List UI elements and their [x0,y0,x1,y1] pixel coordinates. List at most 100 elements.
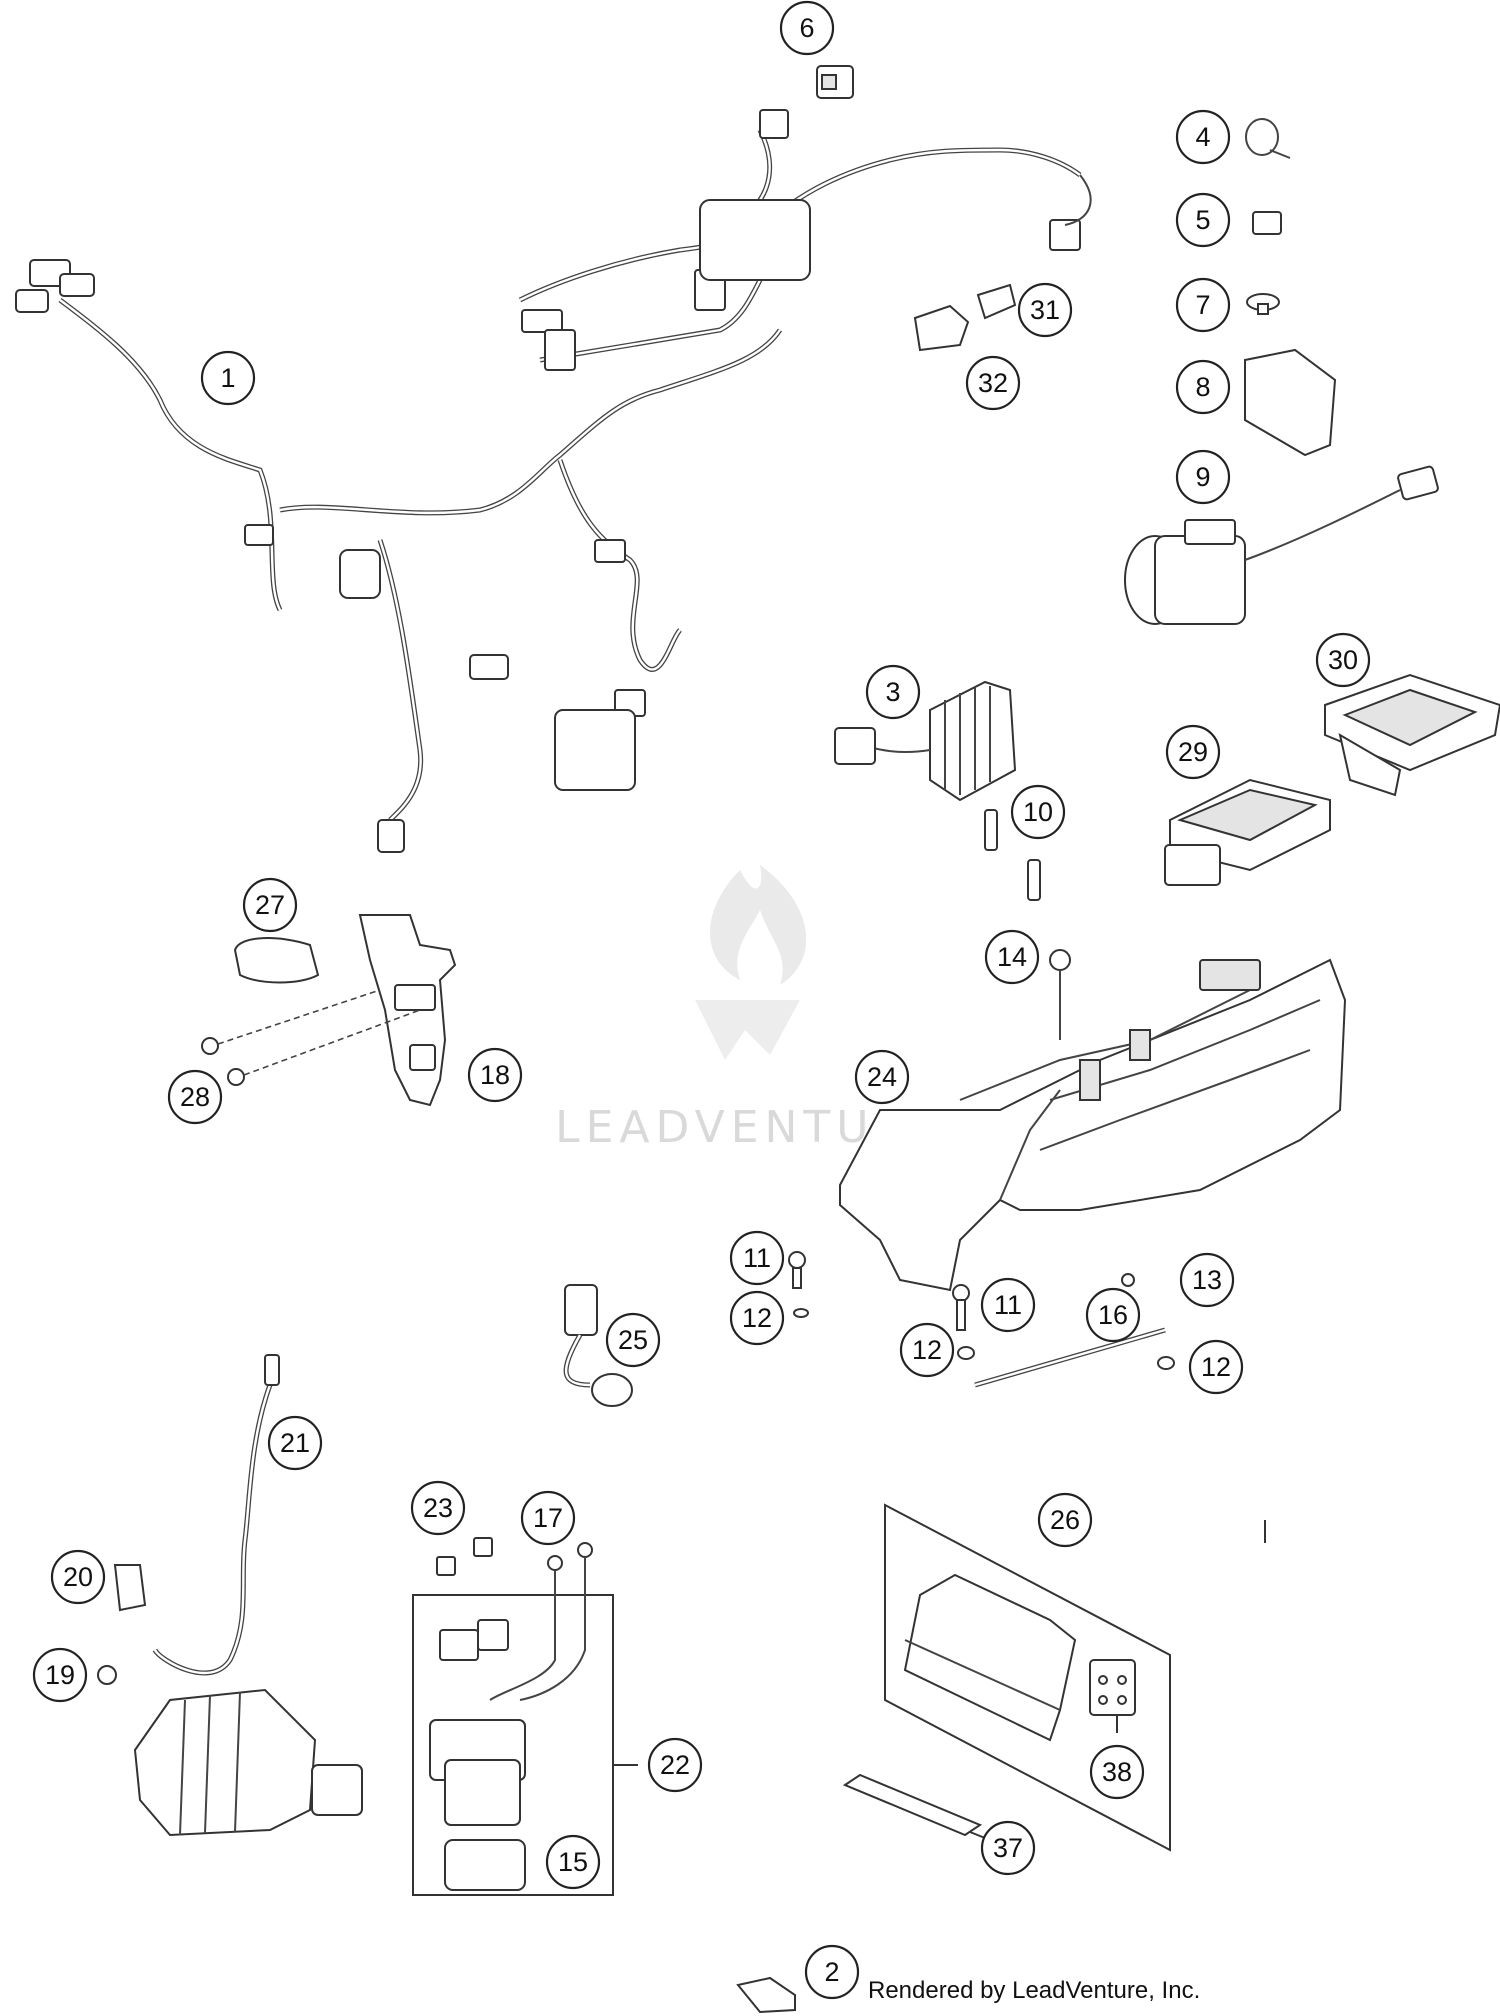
callout-24: 24 [854,1049,910,1105]
svg-text:27: 27 [255,890,285,920]
cable-tie-part-4 [1245,118,1291,159]
svg-text:3: 3 [885,677,900,707]
callout-23: 23 [410,1480,466,1536]
svg-text:38: 38 [1102,1757,1132,1787]
horn-part-9 [1124,465,1439,625]
svg-text:8: 8 [1195,372,1210,402]
svg-text:25: 25 [618,1325,648,1355]
callout-9: 9 [1175,449,1231,505]
callout-19: 19 [32,1647,88,1703]
svg-text:4: 4 [1195,122,1210,152]
callout-12-right: 12 [1188,1339,1244,1395]
svg-text:12: 12 [742,1303,772,1333]
callout-1: 1 [200,350,256,406]
callout-12-left: 12 [729,1290,785,1346]
group-box-part-26 [884,1503,1171,1852]
fuse-box-cover-part-30 [1324,673,1500,797]
svg-text:10: 10 [1023,797,1053,827]
callout-29: 29 [1165,724,1221,780]
callout-31: 31 [1017,282,1073,338]
callout-21: 21 [267,1415,323,1471]
svg-text:37: 37 [993,1833,1023,1863]
connector-part-6 [816,65,854,99]
svg-text:24: 24 [867,1062,897,1092]
group-box-part-22 [412,1594,614,1896]
callout-20: 20 [50,1549,106,1605]
starter-relay-fuses [439,1619,509,1661]
callout-16: 16 [1085,1287,1141,1343]
svg-text:14: 14 [997,942,1027,972]
callout-30: 30 [1315,632,1371,688]
leadventure-watermark-logo [695,865,807,1060]
callout-28: 28 [167,1069,223,1125]
relay-cover-part-15 [444,1839,526,1891]
grommet-part-7 [1246,293,1280,315]
svg-text:31: 31 [1030,295,1060,325]
screw-part-28-upper [201,1037,219,1055]
nut-part-19 [97,1665,117,1685]
svg-text:9: 9 [1195,462,1210,492]
svg-text:26: 26 [1050,1505,1080,1535]
pad-part-37 [842,1773,983,1837]
svg-text:23: 23 [423,1493,453,1523]
rendered-by-credit: Rendered by LeadVenture, Inc. [868,1977,1200,2004]
svg-text:30: 30 [1328,645,1358,675]
cover-part-8 [1244,348,1337,457]
svg-text:7: 7 [1195,290,1210,320]
clip-part-5 [1252,211,1282,235]
screw-part-17 [489,1542,593,1701]
callout-37: 37 [980,1820,1036,1876]
svg-text:6: 6 [799,13,814,43]
cover-part-20 [113,1564,147,1612]
spark-plug-cap-part-25 [563,1284,633,1407]
connector-part-31 [976,283,1017,320]
switch-part-27 [233,937,320,984]
connector-part-32 [913,304,970,352]
callout-12-middle: 12 [899,1322,955,1378]
starter-motor [133,1688,363,1837]
svg-text:15: 15 [558,1847,588,1877]
voltage-regulator-part-3 [834,680,1017,802]
svg-text:29: 29 [1178,737,1208,767]
callout-17: 17 [520,1490,576,1546]
battery [903,1573,1077,1742]
callout-15: 15 [545,1834,601,1890]
callout-26: 26 [1037,1492,1093,1548]
svg-text:32: 32 [978,368,1008,398]
callout-6: 6 [779,0,835,56]
callout-32: 32 [965,355,1021,411]
svg-text:11: 11 [994,1290,1022,1320]
svg-text:18: 18 [480,1060,510,1090]
svg-text:17: 17 [533,1503,563,1533]
svg-text:19: 19 [45,1660,75,1690]
callout-22: 22 [647,1737,703,1793]
callout-38: 38 [1089,1744,1145,1800]
svg-text:12: 12 [1201,1352,1231,1382]
svg-text:11: 11 [743,1243,771,1273]
screw-part-14 [1049,949,1071,1040]
fuse-box-part-29 [1164,778,1331,886]
starter-cable-part-21 [152,1354,280,1676]
callout-25: 25 [605,1312,661,1368]
ground-cable-part-16 [974,1327,1166,1388]
assembly-line-28-upper [217,989,381,1045]
bracket-part-18 [358,914,457,1107]
fuse-part-10 [984,809,1041,901]
svg-text:13: 13 [1192,1265,1222,1295]
svg-text:2: 2 [824,1957,839,1987]
callout-18: 18 [467,1047,523,1103]
hardware-small-parts [788,1251,1175,1370]
callout-8: 8 [1175,359,1231,415]
fuse-part-23 [436,1537,493,1576]
callout-7: 7 [1175,277,1231,333]
callout-2: 2 [804,1944,860,2000]
callout-14: 14 [984,929,1040,985]
callout-27: 27 [242,877,298,933]
callout-11-left: 11 [729,1230,785,1286]
svg-text:1: 1 [220,363,235,393]
screw-part-28-lower [227,1068,245,1086]
svg-text:28: 28 [180,1082,210,1112]
callout-13: 13 [1179,1252,1235,1308]
wiring-harness [15,109,1092,853]
svg-text:16: 16 [1098,1300,1128,1330]
